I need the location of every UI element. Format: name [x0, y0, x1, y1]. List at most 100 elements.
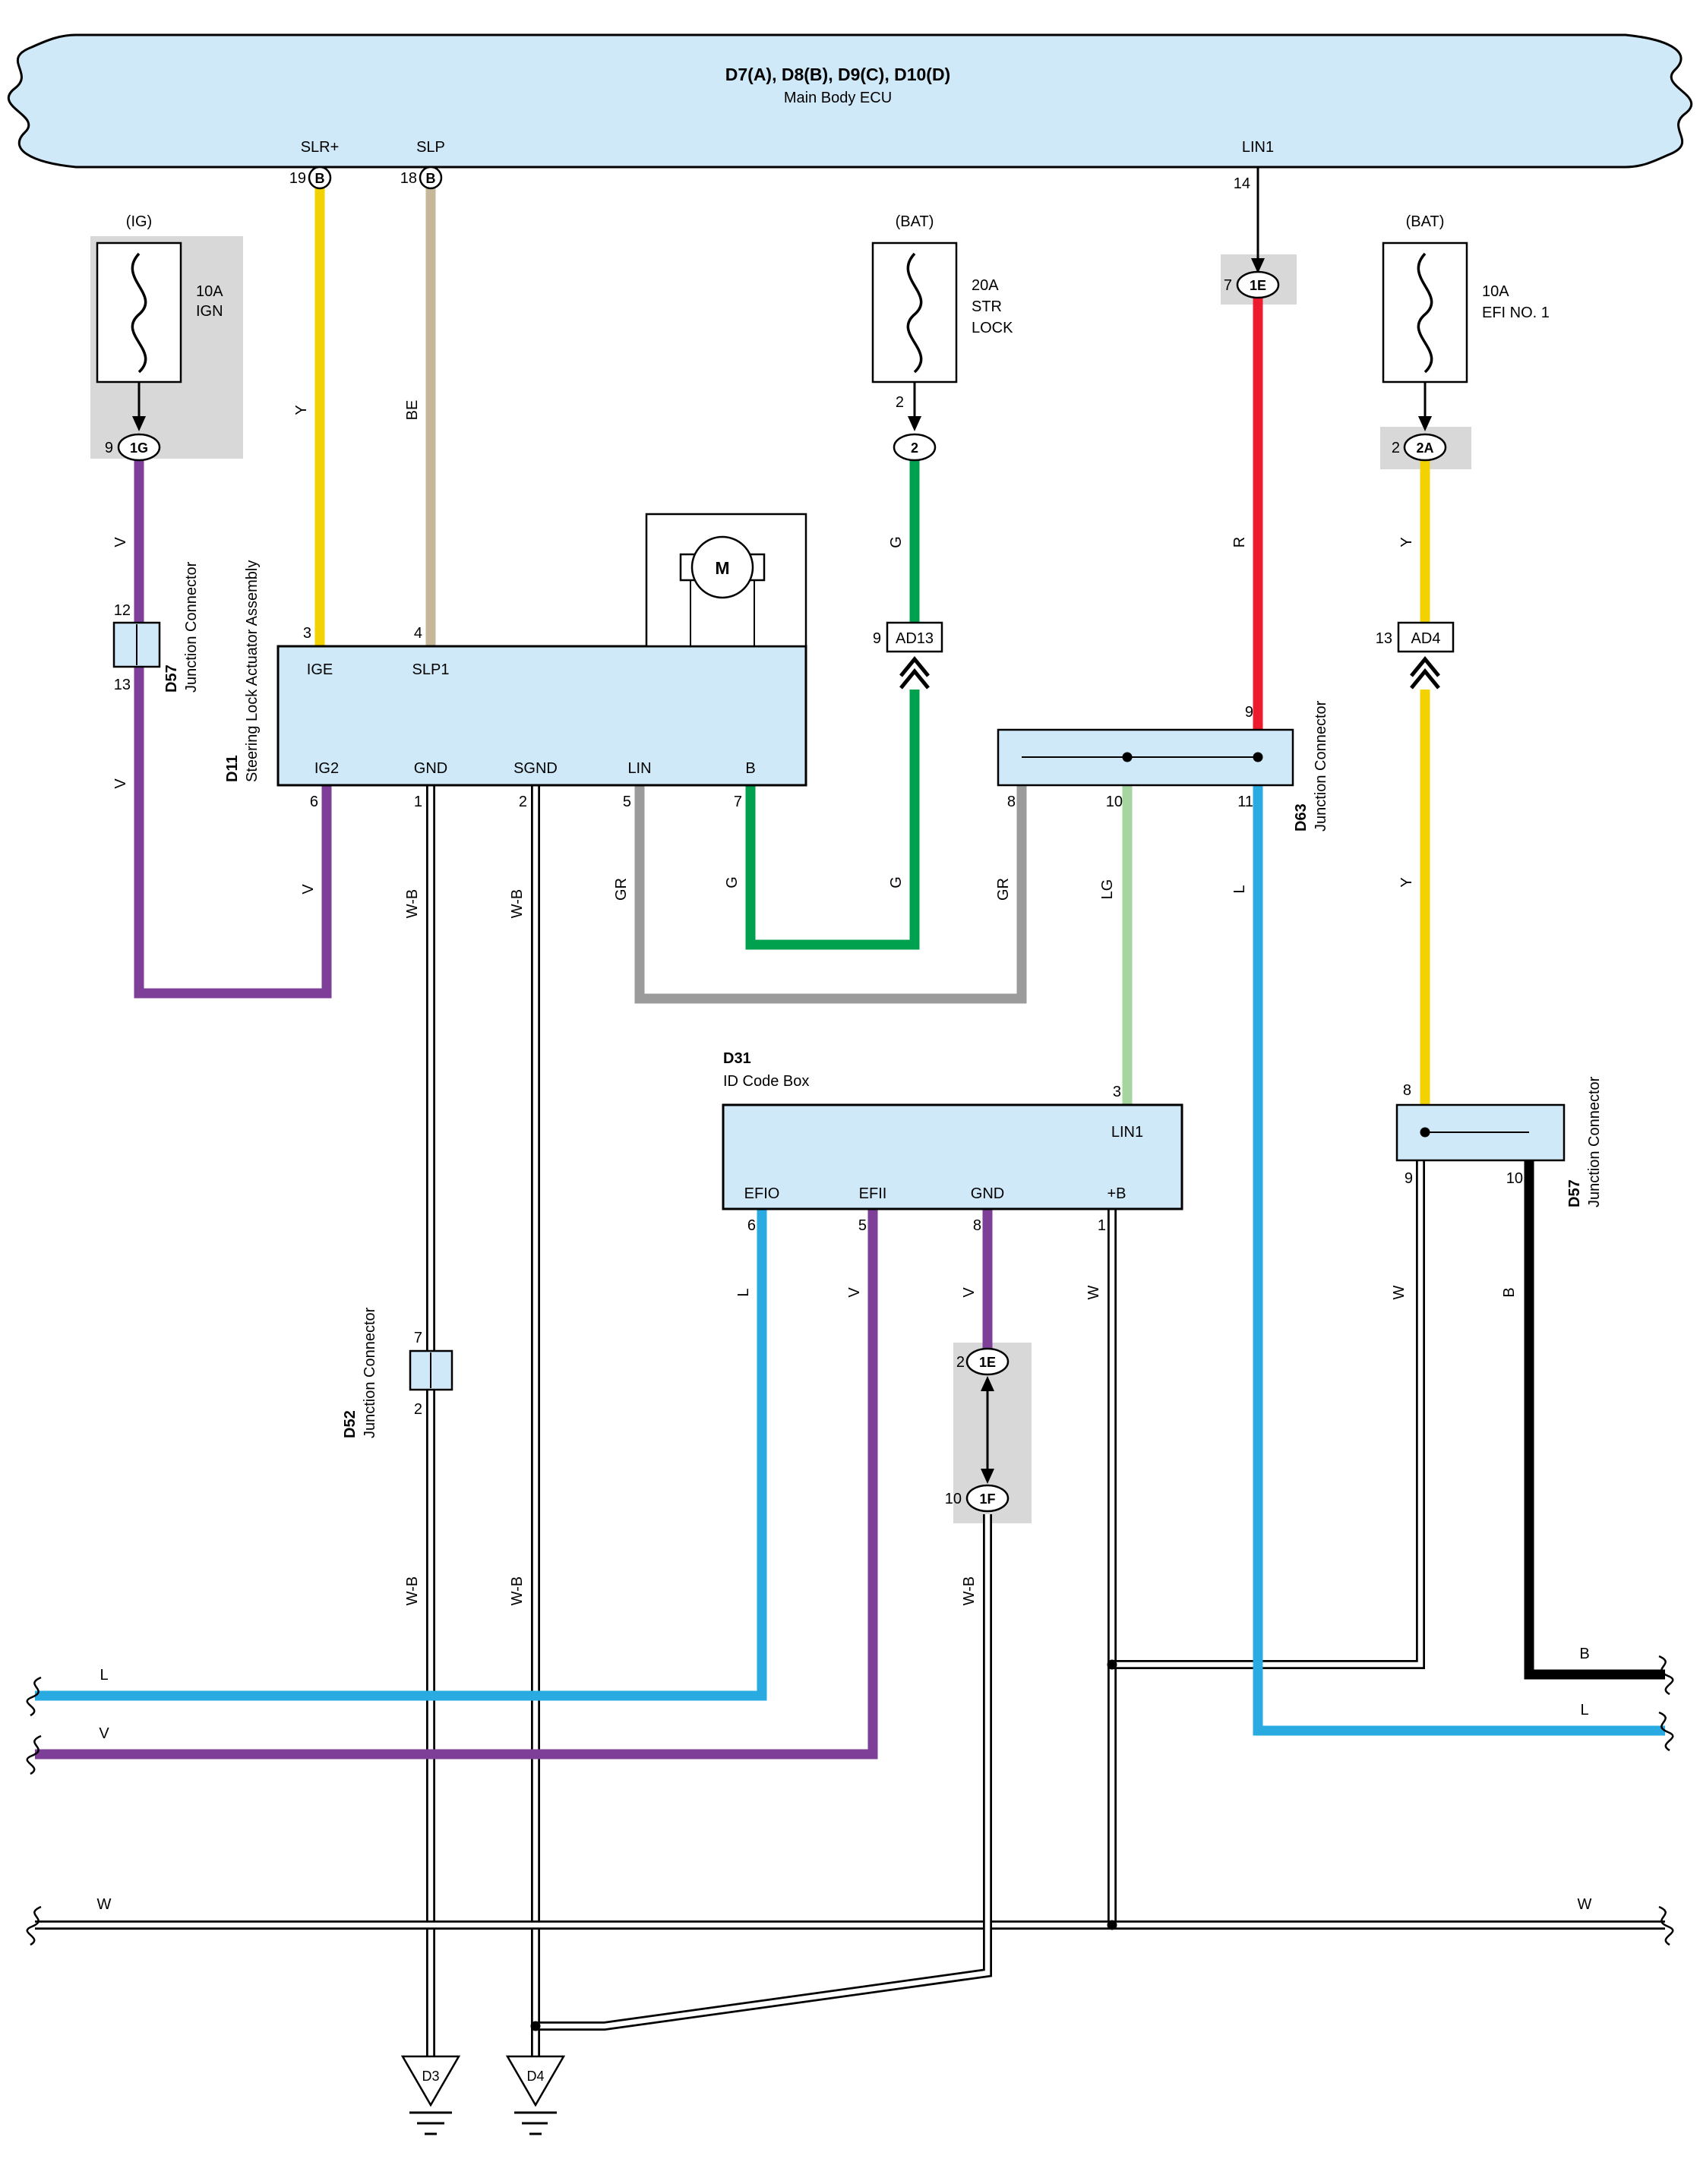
edge-label-w-left: W	[97, 1896, 112, 1913]
d11-block	[276, 645, 807, 787]
d31-id-code-box	[722, 1103, 1183, 1210]
wire-ign-violet-lower	[134, 667, 332, 999]
wire-label-g: G	[888, 536, 905, 548]
d11-pin-b: B	[745, 760, 755, 777]
d31-pin-efii: EFII	[859, 1185, 887, 1202]
ign-fuse-symbol	[96, 241, 182, 383]
pin-number: 9	[105, 440, 113, 456]
pin-number: 3	[1113, 1084, 1121, 1100]
edge-label-b-right: B	[1579, 1646, 1589, 1662]
efi-fuse-symbol	[1382, 241, 1468, 383]
conn-1g-oval	[117, 433, 161, 462]
junction-dot	[1253, 752, 1263, 762]
wire-label-y: Y	[1398, 537, 1415, 547]
pin-label-slr: SLR+	[301, 139, 340, 156]
fuse-rating: 20A	[972, 277, 999, 294]
wire-label-y: Y	[1398, 877, 1415, 887]
pin-number: 7	[1224, 277, 1232, 294]
pin-number: 2	[414, 1401, 422, 1418]
ad4-chevrons	[1410, 656, 1440, 690]
fuse-title: (BAT)	[896, 213, 934, 230]
wire-str-green-lower	[745, 690, 920, 950]
d31-pin-gnd: GND	[971, 1185, 1004, 1202]
wire-1f-wb	[536, 1514, 992, 2031]
edge-label-w-right: W	[1578, 1896, 1592, 1913]
d11-pin-ige: IGE	[307, 661, 333, 678]
d31-pin-efio: EFIO	[744, 1185, 780, 1202]
junction-dot	[1107, 1659, 1117, 1670]
pin18-connector-circle	[419, 166, 443, 190]
ground-label-d3: D3	[422, 2069, 439, 2084]
component-name: Junction Connector	[362, 1307, 378, 1438]
pin-number: 10	[945, 1491, 962, 1507]
d31-pin-lin1: LIN1	[1111, 1124, 1143, 1141]
wire-lin-gray	[634, 785, 1027, 1004]
junction-dot	[1122, 752, 1133, 762]
pin-number: 2	[519, 794, 527, 810]
d11-pin-slp1: SLP1	[412, 661, 450, 678]
pin-number: 5	[623, 794, 631, 810]
pin-number: 8	[1007, 794, 1016, 810]
component-name: Junction Connector	[183, 561, 200, 693]
fuse-title: (IG)	[126, 213, 152, 230]
pin-number: 13	[114, 677, 131, 693]
arrow-efi-fuse	[1418, 382, 1432, 431]
wire-label-wb: W-B	[404, 1576, 421, 1606]
connector-code: 1E	[979, 1355, 996, 1370]
pin-number: 12	[114, 602, 131, 619]
d63-junction-connector	[997, 728, 1294, 787]
pin-number: 1	[1098, 1217, 1106, 1234]
d52-junction-connector	[409, 1349, 453, 1391]
wire-label-w: W	[1085, 1285, 1102, 1299]
pin-number: 13	[1376, 630, 1392, 647]
edge-break-right	[1658, 1711, 1674, 1752]
ecu-title: D7(A), D8(B), D9(C), D10(D)	[725, 65, 950, 84]
pin-number: 6	[310, 794, 318, 810]
pin-number: 7	[414, 1330, 422, 1346]
pin-number: 1	[414, 794, 422, 810]
ecu-subtitle: Main Body ECU	[784, 90, 892, 106]
component-id: D31	[723, 1050, 751, 1067]
d57-left-junction-connector	[112, 621, 161, 668]
pin-number: 10	[1106, 794, 1123, 810]
motor-label: M	[715, 558, 729, 578]
wire-label-be: BE	[404, 400, 421, 421]
pin-number: 9	[1245, 704, 1253, 721]
ad4-connector-box	[1397, 621, 1455, 653]
junction-dot	[530, 2021, 541, 2031]
ecu-banner	[7, 33, 1693, 169]
conn-2a-oval	[1403, 433, 1447, 462]
fuse-name: EFI NO. 1	[1482, 305, 1550, 321]
wire-label-v: V	[112, 778, 129, 789]
wire-label-v: V	[961, 1287, 978, 1298]
wire-label-v: V	[300, 884, 317, 895]
connector-code: AD4	[1411, 630, 1441, 647]
d11-pin-sgnd: SGND	[513, 760, 558, 777]
wire-label-wb: W-B	[961, 1576, 978, 1606]
wire-label-wb: W-B	[404, 889, 421, 919]
edge-break-left	[26, 1676, 42, 1717]
component-id: D57	[1566, 1179, 1583, 1207]
connector-code: 1E	[1250, 278, 1266, 293]
pin-number: 4	[414, 625, 422, 642]
edge-break-left	[26, 1734, 42, 1775]
fuse-rating: 10A	[1482, 283, 1509, 300]
pin-number: 8	[1403, 1082, 1411, 1099]
edge-label-l-right: L	[1580, 1702, 1588, 1718]
fuse-title: (BAT)	[1406, 213, 1445, 230]
arrow-str-fuse	[908, 382, 921, 431]
connector-code: B	[426, 171, 436, 186]
ad13-connector-box	[886, 621, 943, 653]
ad13-chevrons	[899, 656, 930, 690]
pin-number: 9	[1405, 1170, 1413, 1187]
ground-label-d4: D4	[526, 2069, 544, 2084]
fuse-name: STR	[972, 298, 1002, 315]
connector-code: 1F	[979, 1491, 995, 1507]
connector-code: AD13	[896, 630, 934, 647]
arrow-lin1-to-1e	[1251, 167, 1265, 273]
wire-label-wb: W-B	[509, 889, 526, 919]
fuse-rating: 10A	[196, 283, 223, 300]
component-id: D11	[224, 755, 241, 782]
wire-efii-violet	[35, 1209, 878, 1760]
